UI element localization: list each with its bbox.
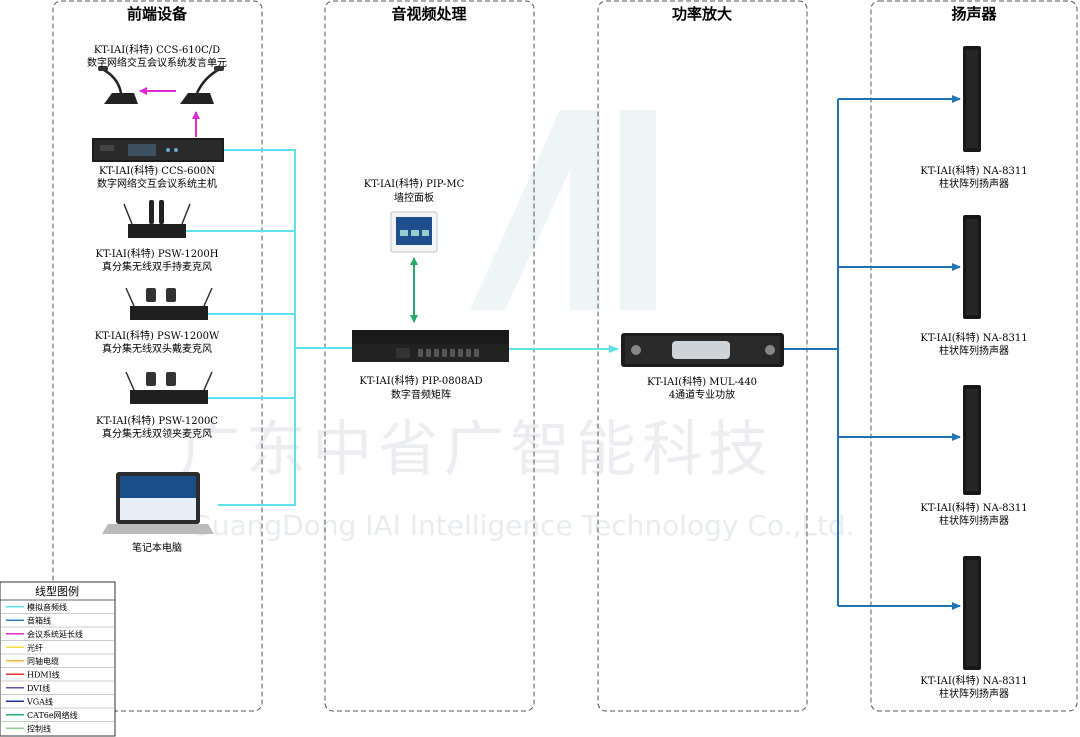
legend-label: 会议系统延长线: [27, 629, 83, 639]
conference-host-icon: [92, 138, 224, 162]
lavalier-mic-model: KT-IAI(科特) PSW-1200C: [96, 414, 218, 427]
watermark: 广东中省广智能科技 GuangDong IAI Intelligence Tec…: [180, 110, 855, 542]
legend-label: DVI线: [27, 683, 50, 693]
delegate-unit-model: KT-IAI(科特) CCS-610C/D: [94, 43, 220, 56]
audio-lines: [185, 149, 619, 506]
audio-bus-line: [218, 149, 296, 506]
legend-label: 光纤: [27, 642, 43, 652]
section-frame-amplification: [597, 0, 808, 712]
audio-matrix-icon: [352, 330, 509, 362]
section-frame-frontend: [52, 0, 263, 712]
watermark-cn: 广东中省广智能科技: [180, 415, 774, 485]
legend-label: 模拟音频线: [27, 602, 67, 612]
section-title-processing: 音视频处理: [391, 5, 466, 23]
conference-host-desc: 数字网络交互会议系统主机: [97, 177, 217, 190]
audio-matrix-desc: 数字音频矩阵: [391, 388, 451, 401]
headset-mic-icon: [125, 287, 213, 320]
laptop-icon: [102, 472, 214, 534]
lavalier-mic-icon: [125, 371, 213, 404]
speaker-3-desc: 柱状阵列扬声器: [939, 514, 1009, 527]
section-frame-speakers: [870, 0, 1078, 712]
legend-title: 线型图例: [35, 584, 79, 598]
speaker-3-model: KT-IAI(科特) NA-8311: [920, 501, 1027, 514]
section-title-amplification: 功率放大: [672, 5, 732, 23]
speaker-1-desc: 柱状阵列扬声器: [939, 177, 1009, 190]
legend-label: 音箱线: [27, 615, 51, 625]
legend-label: CAT6e网络线: [27, 710, 78, 720]
speaker-icon: [963, 556, 981, 670]
speaker-lines: [784, 95, 961, 610]
section-title-frontend: 前端设备: [127, 5, 188, 23]
amplifier-model: KT-IAI(科特) MUL-440: [647, 375, 757, 388]
wall-panel-icon: [390, 211, 438, 253]
wall-panel-model: KT-IAI(科特) PIP-MC: [364, 177, 465, 190]
section-frame-processing: [324, 0, 535, 712]
delegate-unit-icon: [98, 66, 224, 104]
handheld-mic-desc: 真分集无线双手持麦克风: [102, 260, 212, 273]
legend-label: 同轴电缆: [27, 656, 59, 666]
legend-label: VGA线: [26, 696, 53, 706]
speaker-4-desc: 柱状阵列扬声器: [939, 687, 1009, 700]
legend-label: 控制线: [27, 723, 51, 733]
amplifier-desc: 4通道专业功放: [669, 388, 735, 401]
headset-mic-model: KT-IAI(科特) PSW-1200W: [95, 329, 220, 342]
audio-matrix-model: KT-IAI(科特) PIP-0808AD: [359, 374, 482, 387]
headset-mic-desc: 真分集无线双头戴麦克风: [102, 342, 212, 355]
speaker-2-desc: 柱状阵列扬声器: [939, 344, 1009, 357]
amplifier-icon: [621, 333, 784, 367]
speaker-icon: [963, 46, 981, 152]
handheld-mic-model: KT-IAI(科特) PSW-1200H: [95, 247, 218, 260]
conference-host-model: KT-IAI(科特) CCS-600N: [99, 164, 215, 177]
handheld-mic-icon: [123, 200, 191, 238]
speaker-2-model: KT-IAI(科特) NA-8311: [920, 331, 1027, 344]
section-title-speakers: 扬声器: [951, 5, 997, 23]
speaker-icon: [963, 385, 981, 495]
legend-label: HDMI线: [27, 669, 60, 679]
speaker-icon: [963, 215, 981, 319]
delegate-unit-desc: 数字网络交互会议系统发言单元: [87, 56, 227, 69]
speaker-4-model: KT-IAI(科特) NA-8311: [920, 674, 1027, 687]
laptop-label: 笔记本电脑: [132, 541, 182, 554]
conference-lines: [139, 87, 200, 137]
speaker-1-model: KT-IAI(科特) NA-8311: [920, 164, 1027, 177]
watermark-en: GuangDong IAI Intelligence Technology Co…: [190, 509, 855, 542]
lavalier-mic-desc: 真分集无线双领夹麦克风: [102, 427, 212, 440]
wall-panel-desc: 墙控面板: [394, 191, 434, 204]
section-frames: [52, 0, 1078, 712]
